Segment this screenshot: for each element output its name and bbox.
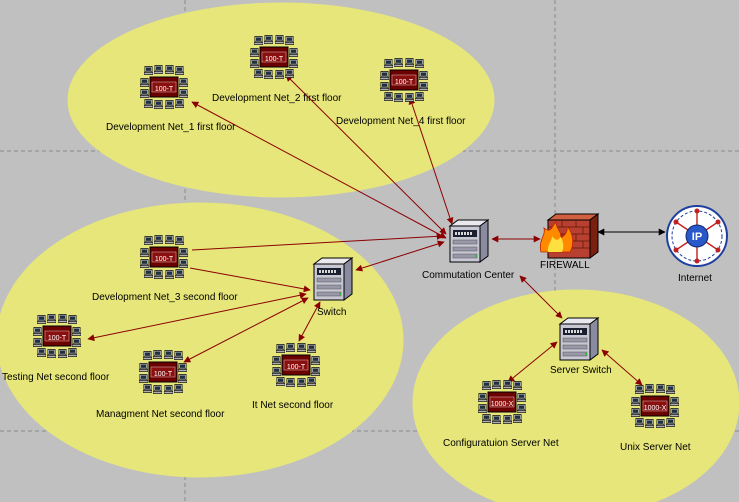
node-badge: 100-T (155, 86, 174, 93)
node-server-switch[interactable] (559, 317, 599, 361)
node-badge: 100-T (265, 56, 284, 63)
node-dev-net-1[interactable]: 100-T (140, 65, 188, 108)
node-badge: 100-T (48, 335, 67, 342)
link-devnet3-switch (189, 267, 311, 293)
link-switch-mgmt (183, 297, 309, 363)
label-dev-net-2: Development Net_2 first floor (212, 93, 342, 104)
link-switch-itnet (298, 301, 321, 342)
node-internet[interactable]: IP (666, 205, 728, 267)
label-config-server-net: Configuratuion Server Net (443, 438, 559, 449)
label-commutation-center: Commutation Center (422, 270, 515, 281)
link-serverswitch-unix (601, 349, 643, 386)
label-it-net: It Net second floor (252, 400, 334, 411)
switch-icon (559, 317, 599, 361)
node-commutation-center[interactable] (449, 219, 489, 263)
label-dev-net-3: Development Net_3 second floor (92, 292, 238, 303)
node-badge: 100-T (395, 79, 414, 86)
internet-cloud-icon: IP (666, 205, 728, 267)
label-internet: Internet (678, 273, 712, 284)
link-switch-commutation (355, 240, 445, 272)
label-server-switch: Server Switch (550, 365, 612, 376)
node-testing-net[interactable]: 100-T (33, 314, 81, 357)
node-badge: 100-T (155, 256, 174, 263)
node-mgmt-net[interactable]: 100-T (139, 350, 187, 393)
node-dev-net-2[interactable]: 100-T (250, 35, 298, 78)
firewall-icon (539, 213, 600, 259)
label-testing-net: Testing Net second floor (2, 372, 110, 383)
node-dev-net-4[interactable]: 100-T (380, 58, 428, 101)
node-badge: 100-T (287, 364, 306, 371)
switch-icon (313, 257, 353, 301)
links (87, 74, 666, 386)
node-switch[interactable] (313, 257, 353, 301)
node-config-server-net[interactable]: 1000-X (478, 380, 526, 423)
label-dev-net-4: Development Net_4 first floor (336, 116, 466, 127)
label-switch: Switch (317, 307, 347, 318)
internet-badge: IP (692, 231, 702, 243)
link-devnet4-commutation (408, 97, 454, 225)
server-zone (412, 289, 739, 502)
node-badge: 1000-X (491, 401, 514, 408)
node-dev-net-3[interactable]: 100-T (140, 235, 188, 278)
node-firewall[interactable] (539, 213, 600, 259)
label-unix-server-net: Unix Server Net (620, 442, 691, 453)
link-serverswitch-config (507, 341, 558, 383)
link-devnet3-commutation (191, 232, 444, 251)
link-commutation-serverswitch (519, 275, 563, 319)
label-firewall: FIREWALL (540, 260, 590, 271)
switch-icon (449, 219, 489, 263)
node-badge: 100-T (154, 371, 173, 378)
label-mgmt-net: Managment Net second floor (96, 409, 225, 420)
node-it-net[interactable]: 100-T (272, 343, 320, 386)
node-unix-server-net[interactable]: 1000-X (631, 384, 679, 427)
label-dev-net-1: Development Net_1 first floor (106, 122, 236, 133)
node-badge: 1000-X (644, 405, 667, 412)
